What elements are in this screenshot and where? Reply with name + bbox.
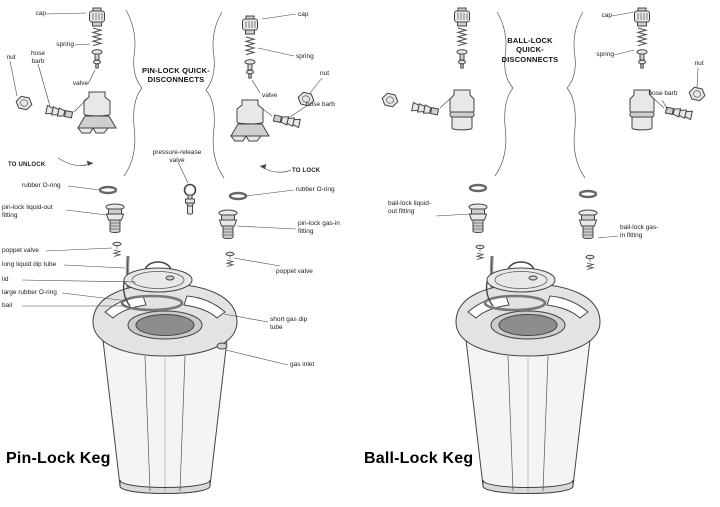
label-gas-inlet: gas inlet <box>290 361 315 368</box>
label-large-rubber-oring: large rubber O-ring <box>2 289 57 296</box>
label-cap-right: cap <box>298 11 309 18</box>
label-hose-barb-left: hose barb <box>30 50 46 65</box>
label-cap-left: cap <box>35 10 46 17</box>
balllock-liquid-disconnect-drawing <box>380 7 488 260</box>
pressure-release-valve-drawing <box>183 183 197 215</box>
label-rubber-oring-left: rubber O-ring <box>22 182 61 189</box>
leader-lines <box>9 11 699 366</box>
label-poppet-valve-left: poppet valve <box>2 247 39 254</box>
label-pressure-release-valve: pressure-release valve <box>152 149 202 164</box>
label-poppet-valve-right: poppet valve <box>276 268 313 275</box>
label-pinlock-liquid-out-fitting: pin-lock liquid-out fitting <box>2 204 53 219</box>
pinlock-braces <box>123 9 225 179</box>
label-rubber-oring-right: rubber O-ring <box>296 186 335 193</box>
balllock-keg-drawing <box>455 255 601 494</box>
label-spring-right: spring <box>296 53 314 60</box>
label-balllock-cap: cap <box>601 12 612 19</box>
label-long-liquid-dip-tube: long liquid dip tube <box>2 261 57 268</box>
label-nut-left: nut <box>6 54 16 61</box>
label-to-lock: TO LOCK <box>292 168 321 174</box>
label-short-gas-dip-tube: short gas dip tube <box>270 316 308 331</box>
pinlock-header: PIN-LOCK QUICK-DISCONNECTS <box>142 66 210 85</box>
label-nut-right: nut <box>320 70 330 77</box>
label-balllock-liquid-out-fitting: ball-lock liquid-out fitting <box>388 200 431 215</box>
label-hose-barb-right: hose barb <box>306 101 335 108</box>
label-valve-right: valve <box>262 92 278 99</box>
pinlock-liquid-disconnect-drawing <box>14 7 125 257</box>
label-bail: bail <box>2 302 13 309</box>
label-to-unlock: TO UNLOCK <box>8 162 46 168</box>
balllock-gas-disconnect-drawing <box>578 7 707 270</box>
pinlock-keg-title: Pin-Lock Keg <box>6 450 111 467</box>
label-spring-left: spring <box>56 41 74 48</box>
balllock-braces <box>494 11 586 179</box>
label-balllock-spring: spring <box>596 51 614 58</box>
balllock-header: BALL-LOCK QUICK-DISCONNECTS <box>501 36 559 64</box>
label-lid: lid <box>2 276 9 283</box>
pinlock-keg-drawing <box>92 255 238 494</box>
balllock-keg-title: Ball-Lock Keg <box>364 450 474 467</box>
label-pinlock-gas-in-fitting: pin-lock gas-in fitting <box>298 220 340 235</box>
label-valve-left: valve <box>72 80 88 87</box>
label-balllock-hose-barb: hose barb <box>648 90 678 97</box>
label-balllock-gas-in-fitting: ball-lock gas-in fitting <box>620 224 659 239</box>
label-balllock-nut: nut <box>694 60 704 67</box>
pinlock-gas-disconnect-drawing <box>218 15 316 267</box>
